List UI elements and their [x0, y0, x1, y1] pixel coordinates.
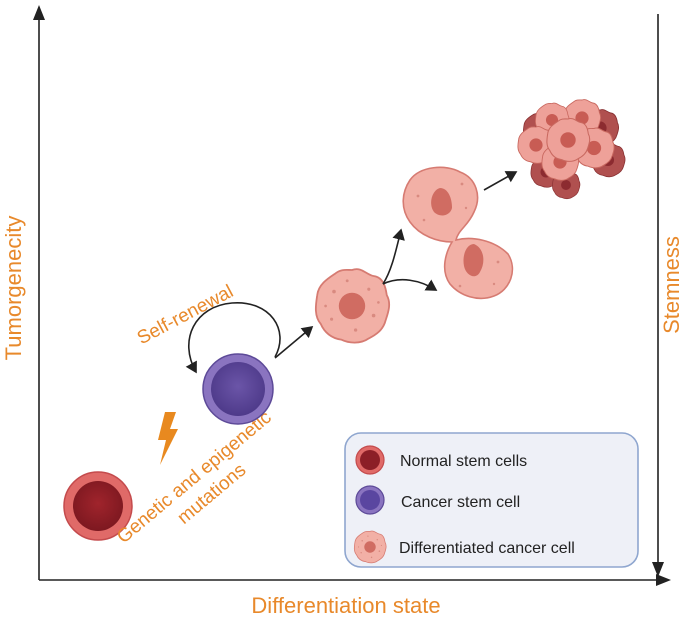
- tumor-arrow: [483, 171, 518, 191]
- tumor-mass: [517, 99, 626, 200]
- legend-normal-label: Normal stem cells: [400, 453, 527, 470]
- differentiated-cell: [314, 268, 391, 344]
- division-arrows: [382, 228, 438, 291]
- self-renewal-arrow: [185, 302, 281, 374]
- left-axis: [33, 5, 45, 580]
- cancer-stem-cell: [202, 353, 274, 425]
- self-renewal-label: Self-renewal: [134, 281, 237, 349]
- y-left-axis-label: Tumorgenecity: [1, 216, 26, 361]
- differentiation-arrow-1: [274, 325, 314, 359]
- bottom-axis: [39, 574, 671, 586]
- legend-differentiated-label: Differentiated cancer cell: [399, 540, 575, 557]
- legend-cancer-stem-label: Cancer stem cell: [401, 494, 520, 511]
- mutations-label: Genetic and epigenetic mutations: [113, 404, 295, 567]
- legend-cancer-stem-icon: [355, 485, 385, 515]
- legend-item-differentiated: Differentiated cancer cell: [353, 530, 575, 564]
- legend-normal-icon: [355, 445, 385, 475]
- normal-stem-cell: [63, 471, 133, 541]
- legend-item-normal: Normal stem cells: [355, 445, 527, 475]
- dividing-cell: [402, 166, 514, 300]
- legend: Normal stem cells Cancer stem cell Diffe…: [344, 432, 639, 568]
- right-axis: [652, 14, 664, 577]
- y-right-axis-label: Stemness: [659, 236, 684, 334]
- legend-item-cancer-stem: Cancer stem cell: [355, 485, 520, 515]
- mutations-label-line1: Genetic and epigenetic: [113, 407, 275, 548]
- legend-differentiated-icon: [353, 530, 387, 564]
- lightning-bolt-icon: [158, 412, 178, 465]
- x-axis-label: Differentiation state: [251, 593, 440, 618]
